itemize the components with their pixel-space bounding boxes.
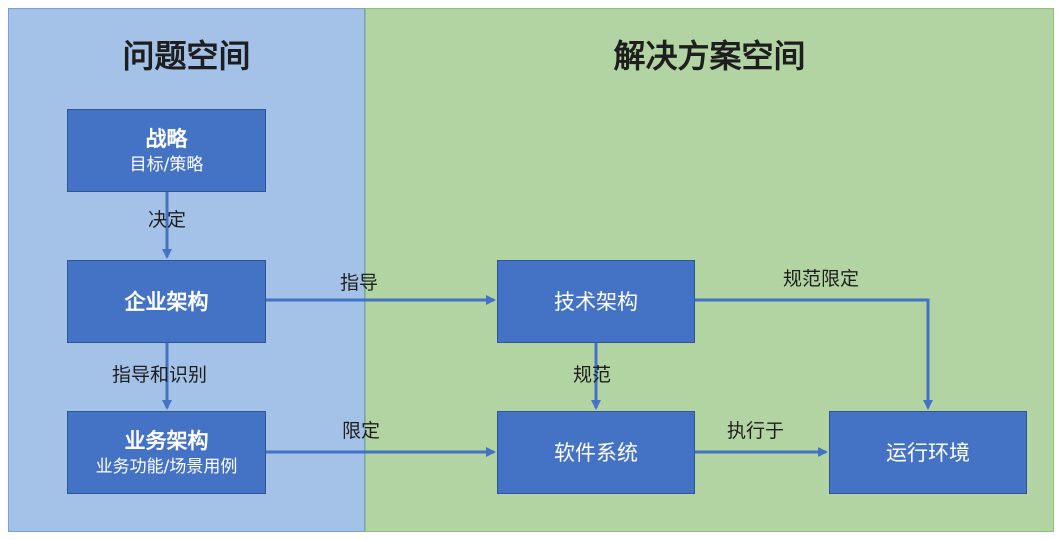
technical-architecture-title: 技术架构 [554, 289, 638, 314]
strategy-node: 战略 目标/策略 [67, 109, 266, 192]
arrow-tech-to-runtime [695, 298, 933, 410]
edge-label-guide: 指导 [340, 272, 379, 294]
software-system-node: 软件系统 [497, 411, 695, 494]
software-system-title: 软件系统 [554, 440, 638, 465]
runtime-environment-title: 运行环境 [886, 440, 970, 465]
edge-label-execute-on: 执行于 [727, 420, 785, 442]
business-architecture-title: 业务架构 [124, 428, 209, 453]
runtime-environment-node: 运行环境 [829, 411, 1027, 494]
business-architecture-node: 业务架构 业务功能/场景用例 [67, 411, 266, 494]
edge-label-standardize-restrict: 规范限定 [783, 268, 860, 290]
business-architecture-subtitle: 业务功能/场景用例 [95, 456, 238, 477]
strategy-title: 战略 [145, 126, 188, 151]
technical-architecture-node: 技术架构 [497, 260, 695, 343]
edge-label-guide-identify: 指导和识别 [112, 364, 208, 386]
enterprise-architecture-node: 企业架构 [67, 260, 266, 343]
strategy-subtitle: 目标/策略 [129, 154, 204, 175]
edge-label-decide: 决定 [148, 209, 187, 231]
solution-space-title: 解决方案空间 [613, 37, 806, 75]
problem-space-title: 问题空间 [122, 37, 251, 75]
edge-label-standardize: 规范 [573, 364, 612, 386]
enterprise-architecture-title: 企业架构 [124, 289, 209, 314]
edge-label-restrict: 限定 [342, 420, 381, 442]
